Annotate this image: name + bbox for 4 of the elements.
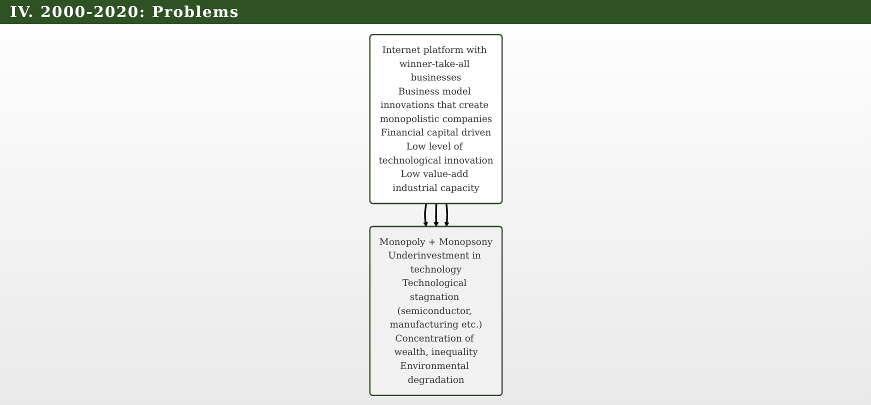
arrow: [422, 204, 428, 227]
arrow: [433, 204, 438, 227]
arrow: [444, 204, 449, 227]
title-banner: IV. 2000-2020: Problems: [0, 0, 871, 24]
